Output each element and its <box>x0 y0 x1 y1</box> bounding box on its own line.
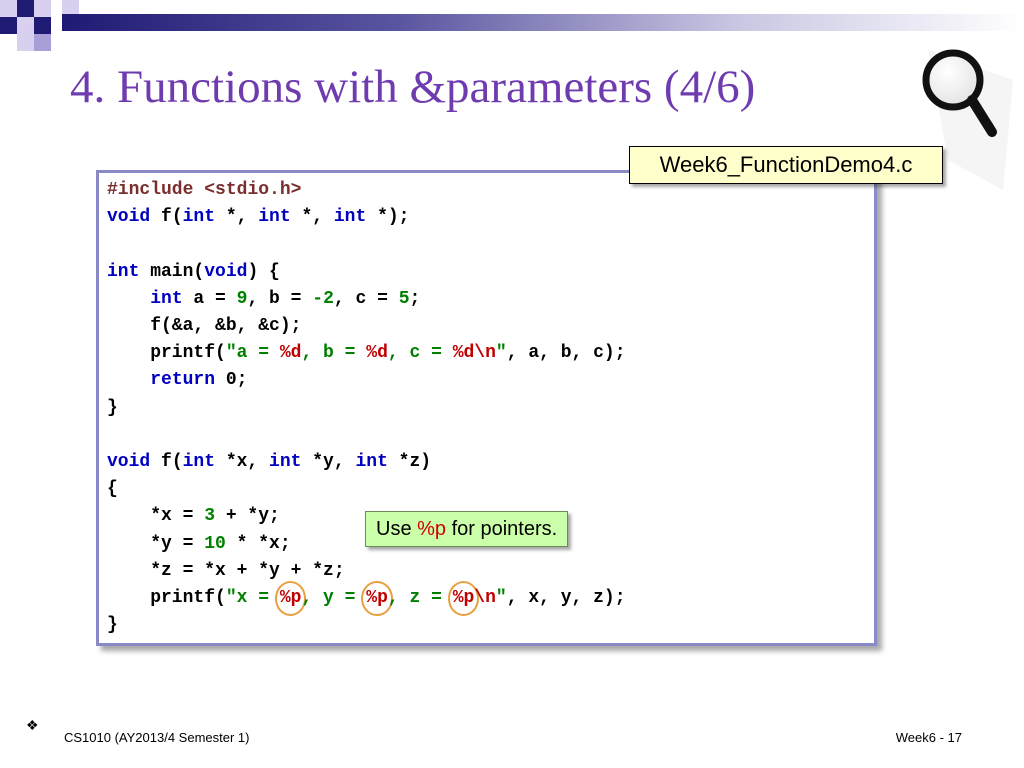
footer-page-number: Week6 - 17 <box>895 730 962 745</box>
filename-badge: Week6_FunctionDemo4.c <box>629 146 943 184</box>
code-listing: #include <stdio.h> void f(int *, int *, … <box>96 170 877 646</box>
pointer-hint-callout: Use %p for pointers. <box>365 511 569 547</box>
slide-title: 4. Functions with &parameters (4/6) <box>70 61 756 113</box>
note-highlight: %p <box>417 518 447 540</box>
deco-square <box>34 34 51 51</box>
deco-square <box>34 17 51 34</box>
deco-square <box>17 0 34 17</box>
footer-course: CS1010 (AY2013/4 Semester 1) <box>64 730 250 745</box>
deco-square <box>0 17 17 34</box>
note-prefix: Use <box>376 518 418 540</box>
code-block: #include <stdio.h> void f(int *, int *, … <box>107 180 626 636</box>
code-include-file: <stdio.h> <box>204 180 302 200</box>
deco-square <box>34 0 51 17</box>
code-include: #include <box>107 180 194 200</box>
deco-square <box>17 34 34 51</box>
deco-square <box>0 0 17 17</box>
note-suffix: for pointers. <box>446 518 558 540</box>
magnifier-icon <box>922 49 1013 190</box>
deco-square <box>17 17 34 34</box>
deco-square <box>62 0 79 17</box>
title-gradient-bar <box>62 14 1024 31</box>
diamond-bullet-icon: ❖ <box>26 717 39 733</box>
